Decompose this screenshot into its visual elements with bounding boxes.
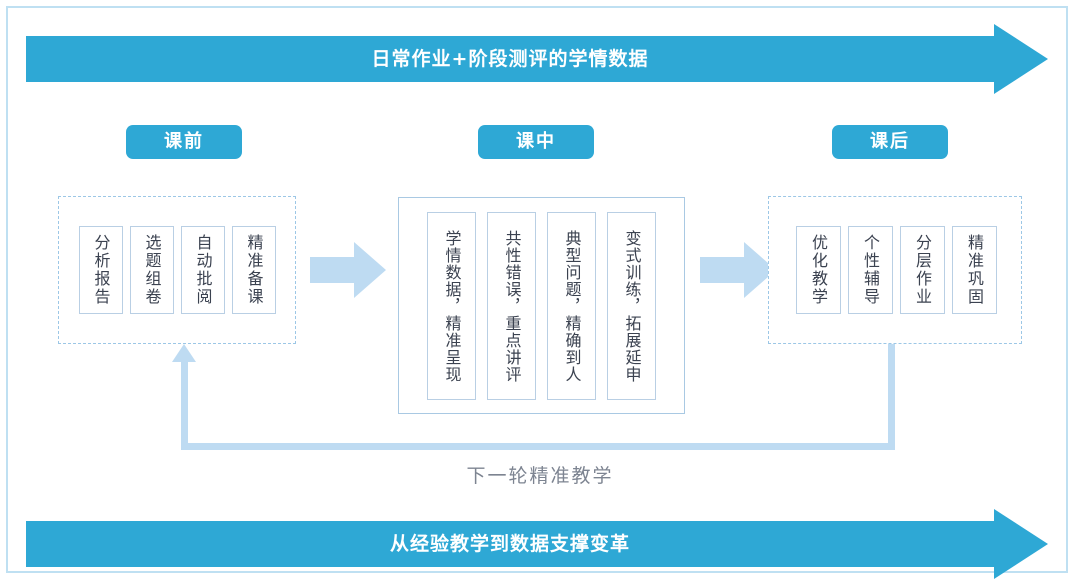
bottom-banner-label: 从经验教学到数据支撑变革 [389, 533, 630, 555]
item-card: 变式训练，拓展延申 [607, 212, 656, 400]
item-label: 精准备课 [244, 234, 264, 306]
item-label: 个性辅导 [860, 234, 880, 306]
flow-arrow-shaft [310, 257, 354, 283]
stage-pill-pre-class: 课前 [126, 125, 242, 159]
item-card: 典型问题，精确到人 [547, 212, 596, 400]
item-card: 优化教学 [795, 226, 841, 314]
item-card: 自动批阅 [180, 226, 225, 314]
item-label: 分析报告 [91, 234, 111, 306]
item-label: 共性错误，重点讲评 [502, 229, 522, 383]
item-label: 精准巩固 [964, 234, 984, 306]
flow-arrow-shaft [700, 257, 744, 283]
stage-pill-post-class: 课后 [832, 125, 948, 159]
item-card: 分层作业 [899, 226, 945, 314]
item-list-pre-class: 分析报告 选题组卷 自动批阅 精准备课 [78, 226, 276, 314]
item-card: 分析报告 [78, 226, 123, 314]
feedback-loop-left-segment [181, 360, 188, 448]
item-card: 学情数据，精准呈现 [427, 212, 476, 400]
item-label: 变式训练，拓展延申 [622, 229, 642, 383]
stage-pill-in-class: 课中 [478, 125, 594, 159]
feedback-loop-caption: 下一轮精准教学 [390, 459, 690, 490]
item-label: 选题组卷 [142, 234, 162, 306]
top-banner-label: 日常作业+阶段测评的学情数据 [371, 48, 649, 70]
feedback-loop-bottom-segment [181, 443, 895, 450]
item-card: 个性辅导 [847, 226, 893, 314]
flow-arrow-pre-to-in-icon [310, 242, 386, 298]
item-list-post-class: 优化教学 个性辅导 分层作业 精准巩固 [794, 226, 998, 314]
flow-arrow-tip [354, 242, 386, 298]
feedback-loop-arrowhead-icon [172, 344, 196, 362]
item-card: 选题组卷 [129, 226, 174, 314]
feedback-loop-right-segment [888, 344, 895, 448]
item-label: 学情数据，精准呈现 [442, 229, 462, 383]
item-label: 典型问题，精确到人 [562, 229, 582, 383]
item-card: 共性错误，重点讲评 [487, 212, 536, 400]
top-banner-arrowhead-icon [994, 24, 1048, 94]
bottom-banner-bar [26, 521, 994, 567]
bottom-banner-arrow: 从经验教学到数据支撑变革 [26, 509, 1048, 579]
outer-frame [6, 6, 1068, 573]
top-banner-arrow: 日常作业+阶段测评的学情数据 [26, 24, 1048, 94]
top-banner-bar [26, 36, 994, 82]
item-label: 分层作业 [912, 234, 932, 306]
item-label: 优化教学 [808, 234, 828, 306]
bottom-banner-arrowhead-icon [994, 509, 1048, 579]
item-card: 精准备课 [231, 226, 276, 314]
item-label: 自动批阅 [193, 234, 213, 306]
flow-arrow-in-to-post-icon [700, 242, 776, 298]
item-list-in-class: 学情数据，精准呈现 共性错误，重点讲评 典型问题，精确到人 变式训练，拓展延申 [414, 212, 669, 400]
item-card: 精准巩固 [951, 226, 997, 314]
